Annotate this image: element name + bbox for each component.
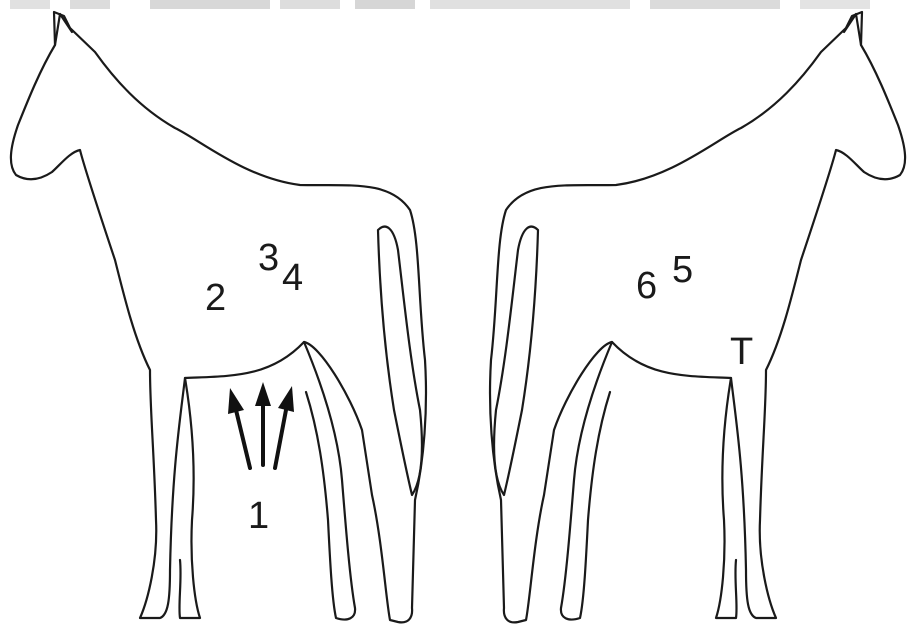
right-horse-inner-front-leg: [716, 378, 737, 618]
left-horse-ear: [55, 14, 72, 45]
label-2: 2: [205, 277, 226, 319]
left-horse-tail: [378, 227, 422, 495]
arrow-group: [228, 382, 294, 468]
label-5: 5: [672, 249, 693, 291]
label-6-text: 6: [636, 265, 657, 307]
right-horse-inner-hind-leg: [561, 342, 612, 620]
label-t: T: [730, 331, 753, 373]
label-3-text: 3: [258, 237, 279, 279]
label-t-text: T: [730, 331, 753, 373]
right-horse-body-outline: [490, 12, 905, 622]
label-2-text: 2: [205, 277, 226, 319]
right-horse-ear: [844, 14, 861, 45]
right-horse-tail: [494, 227, 538, 495]
arrow-left: [228, 388, 250, 468]
left-horse-inner-front-leg: [179, 378, 200, 618]
label-1-text: 1: [248, 495, 269, 537]
label-4: 4: [282, 257, 303, 299]
right-horse: [490, 12, 905, 622]
arrow-center: [255, 382, 271, 465]
label-4-text: 4: [282, 257, 303, 299]
arrow-right: [275, 386, 294, 468]
left-horse-inner-hind-leg: [304, 342, 355, 620]
label-3: 3: [258, 237, 279, 279]
label-5-text: 5: [672, 249, 693, 291]
left-horse: 1 2 3 4: [11, 12, 426, 622]
label-6: 6: [636, 265, 657, 307]
label-1: 1: [248, 495, 269, 537]
